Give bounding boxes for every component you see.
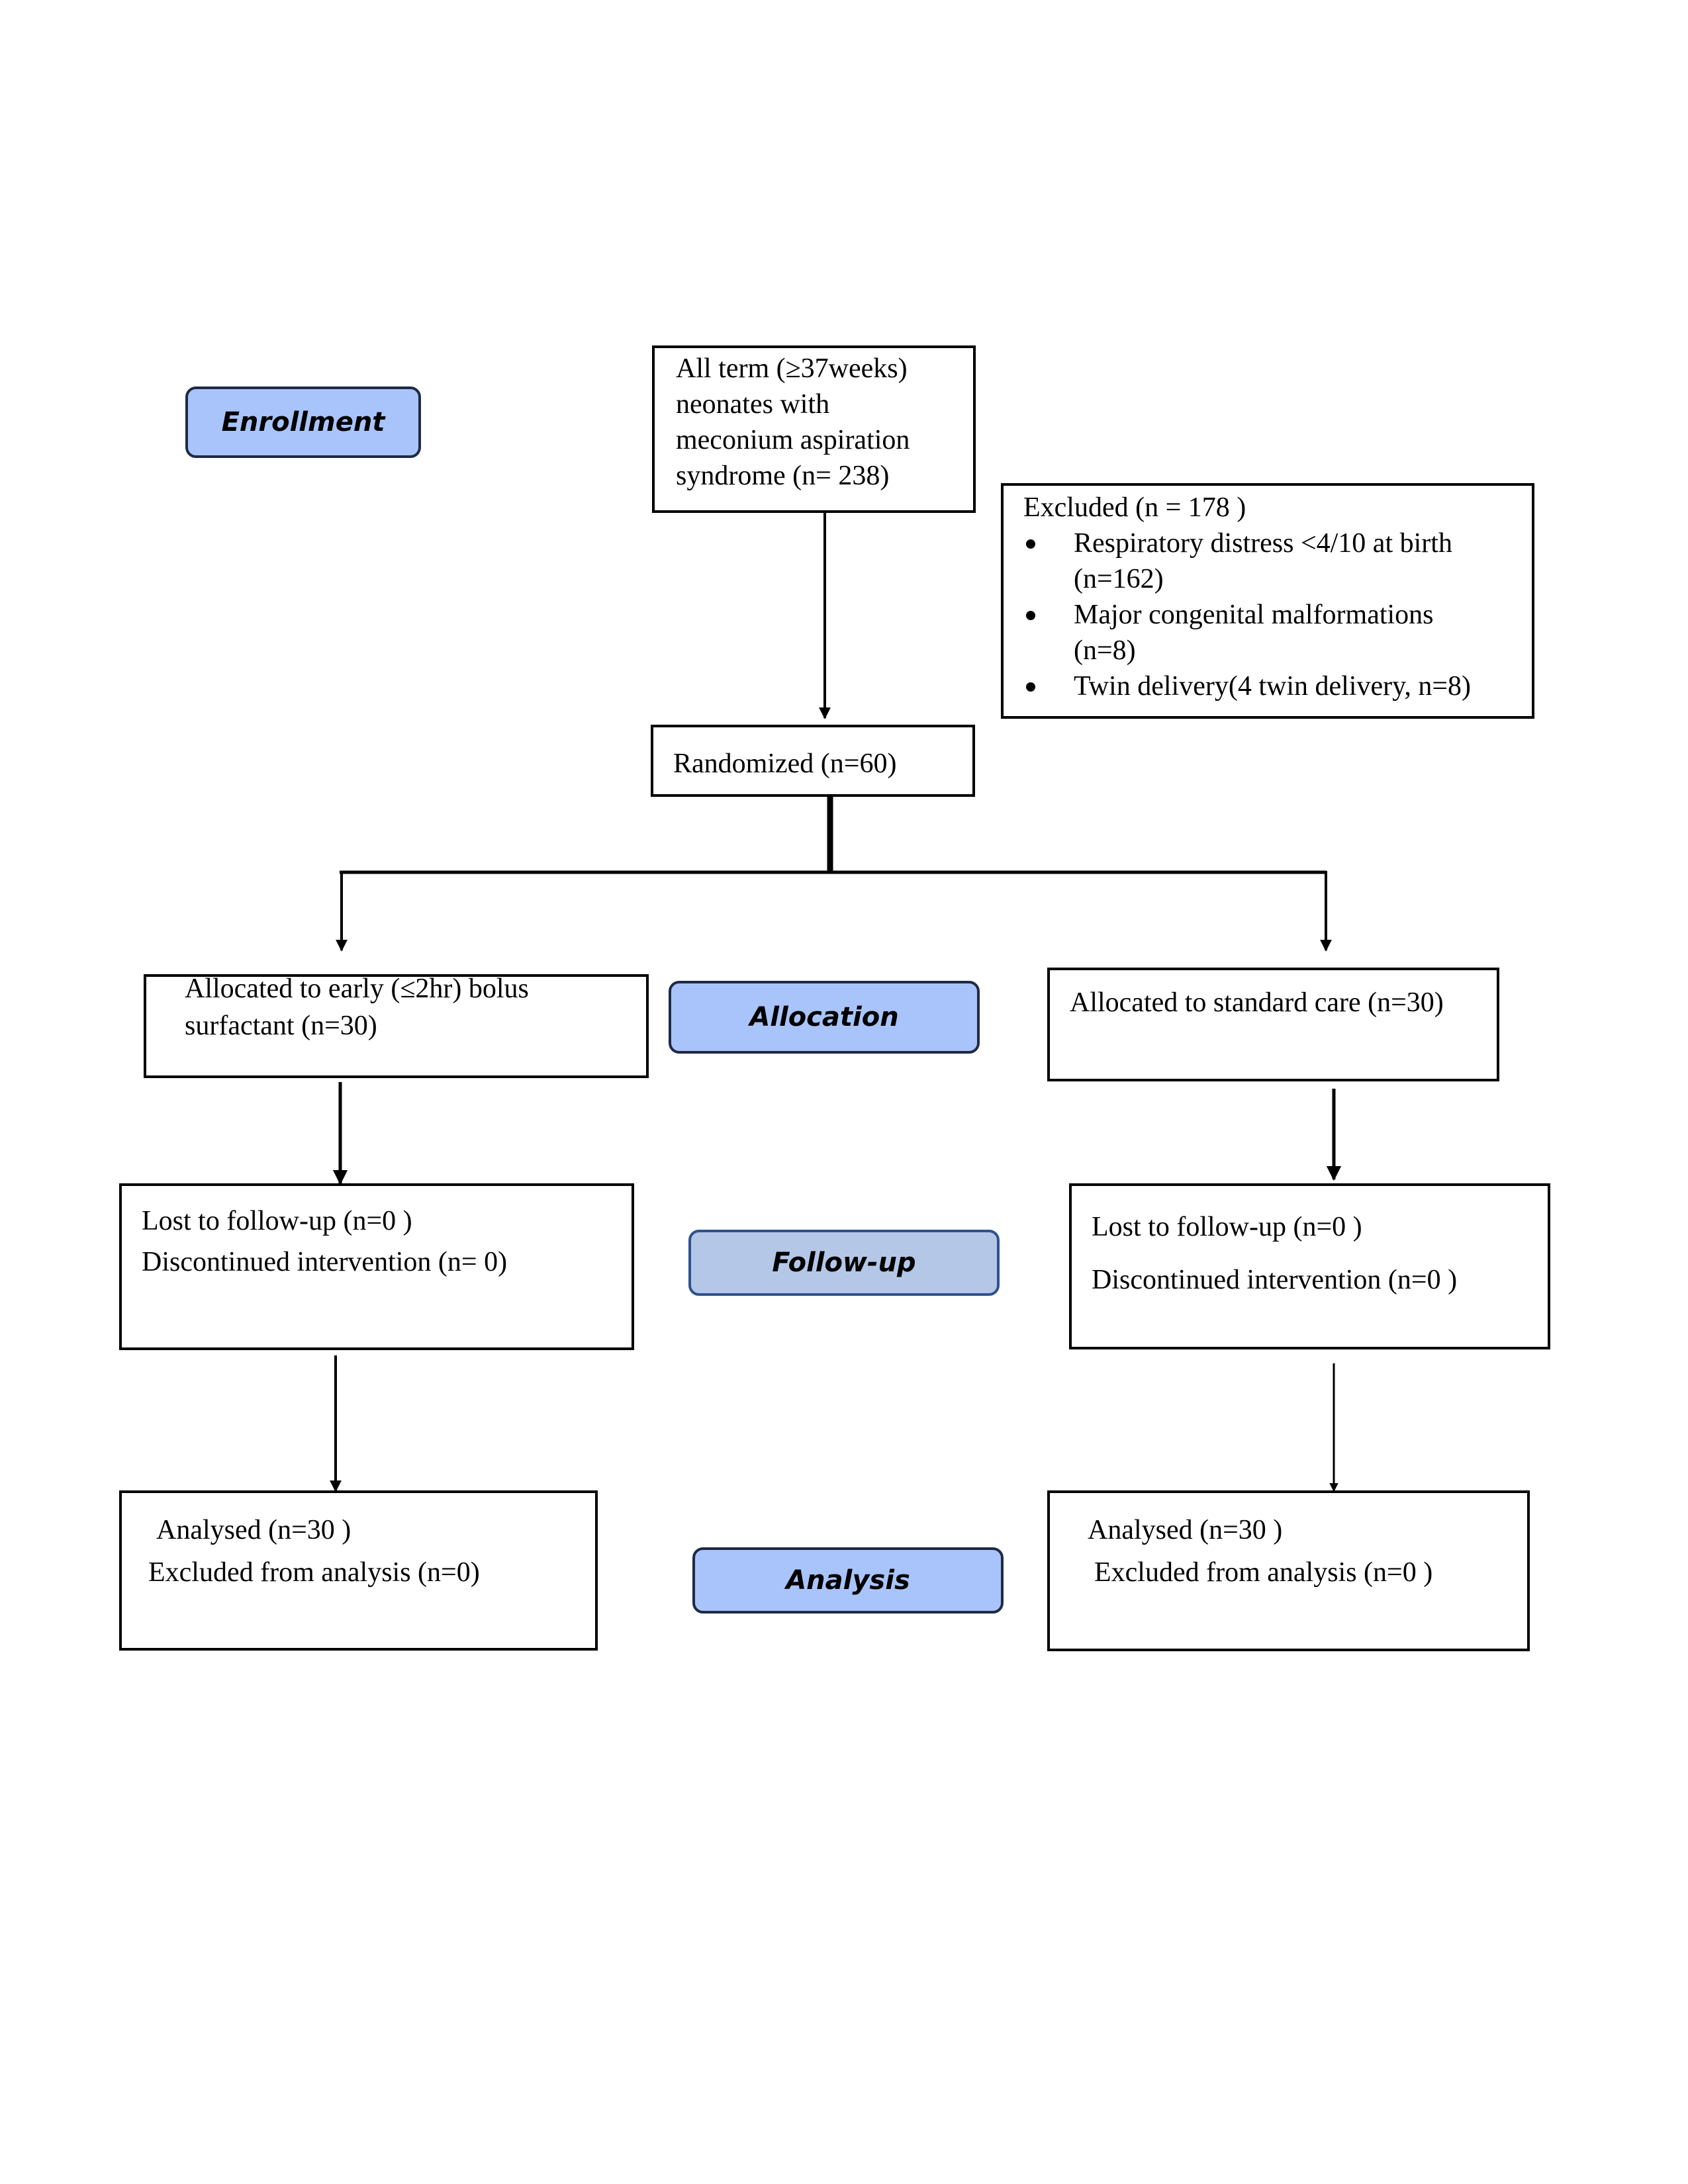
left-allocation-box: Allocated to early (≤2hr) bolus surfacta… (144, 974, 649, 1078)
stage-label-enrollment: Enrollment (185, 387, 421, 458)
analysis-line: Analysed (n=30 ) (156, 1515, 352, 1545)
followup-line: Discontinued intervention (n=0 ) (1092, 1265, 1458, 1295)
right-analysis-box: Analysed (n=30 ) Excluded from analysis … (1047, 1490, 1530, 1651)
enrollment-box: All term (≥37weeks) neonates with meconi… (652, 345, 976, 513)
allocation-line: Allocated to standard care (n=30) (1070, 987, 1444, 1018)
stage-label-text: Follow-up (772, 1248, 916, 1278)
followup-line: Lost to follow-up (n=0 ) (1092, 1212, 1362, 1242)
exclusion-reason-count: (n=8) (1074, 635, 1136, 666)
bullet-icon (1026, 611, 1035, 620)
exclusion-reason-count: (n=162) (1074, 564, 1164, 594)
exclusion-reasons-list: Respiratory distress <4/10 at birth (n=1… (1023, 525, 1532, 704)
stage-label-analysis: Analysis (692, 1547, 1004, 1614)
left-analysis-box: Analysed (n=30 ) Excluded from analysis … (119, 1490, 598, 1651)
enrollment-line: syndrome (n= 238) (676, 461, 890, 491)
exclusion-reason-text: Major congenital malformations (1074, 600, 1434, 630)
bullet-icon (1026, 539, 1035, 549)
right-followup-box: Lost to follow-up (n=0 ) Discontinued in… (1069, 1183, 1550, 1349)
enrollment-line: meconium aspiration (676, 425, 910, 455)
allocation-line: Allocated to early (≤2hr) bolus (185, 974, 529, 1004)
analysis-line: Excluded from analysis (n=0) (148, 1557, 480, 1588)
allocation-line: surfactant (n=30) (185, 1011, 377, 1041)
exclusion-reason-text: Respiratory distress <4/10 at birth (1074, 528, 1452, 559)
right-allocation-box: Allocated to standard care (n=30) (1047, 968, 1499, 1081)
exclusion-reason-item: Respiratory distress <4/10 at birth (n=1… (1023, 525, 1532, 597)
enrollment-line: All term (≥37weeks) (676, 353, 908, 384)
analysis-line: Analysed (n=30 ) (1088, 1515, 1283, 1545)
followup-line: Discontinued intervention (n= 0) (142, 1247, 508, 1277)
randomized-text: Randomized (n=60) (673, 749, 897, 779)
followup-line: Lost to follow-up (n=0 ) (142, 1206, 412, 1236)
stage-label-followup: Follow-up (688, 1230, 1000, 1296)
bullet-icon (1026, 682, 1035, 692)
excluded-heading: Excluded (n = 178 ) (1023, 492, 1246, 523)
exclusion-reason-item: Twin delivery(4 twin delivery, n=8) (1023, 668, 1532, 704)
stage-label-text: Analysis (786, 1565, 910, 1596)
excluded-box: Excluded (n = 178 ) Respiratory distress… (1001, 483, 1534, 719)
exclusion-reason-text: Twin delivery(4 twin delivery, n=8) (1074, 671, 1472, 702)
analysis-line: Excluded from analysis (n=0 ) (1094, 1557, 1433, 1588)
exclusion-reason-item: Major congenital malformations (n=8) (1023, 597, 1532, 668)
randomized-box: Randomized (n=60) (651, 725, 975, 797)
stage-label-text: Allocation (749, 1002, 899, 1032)
left-followup-box: Lost to follow-up (n=0 ) Discontinued in… (119, 1183, 634, 1350)
enrollment-line: neonates with (676, 389, 830, 420)
stage-label-text: Enrollment (221, 407, 385, 437)
stage-label-allocation: Allocation (669, 981, 980, 1054)
